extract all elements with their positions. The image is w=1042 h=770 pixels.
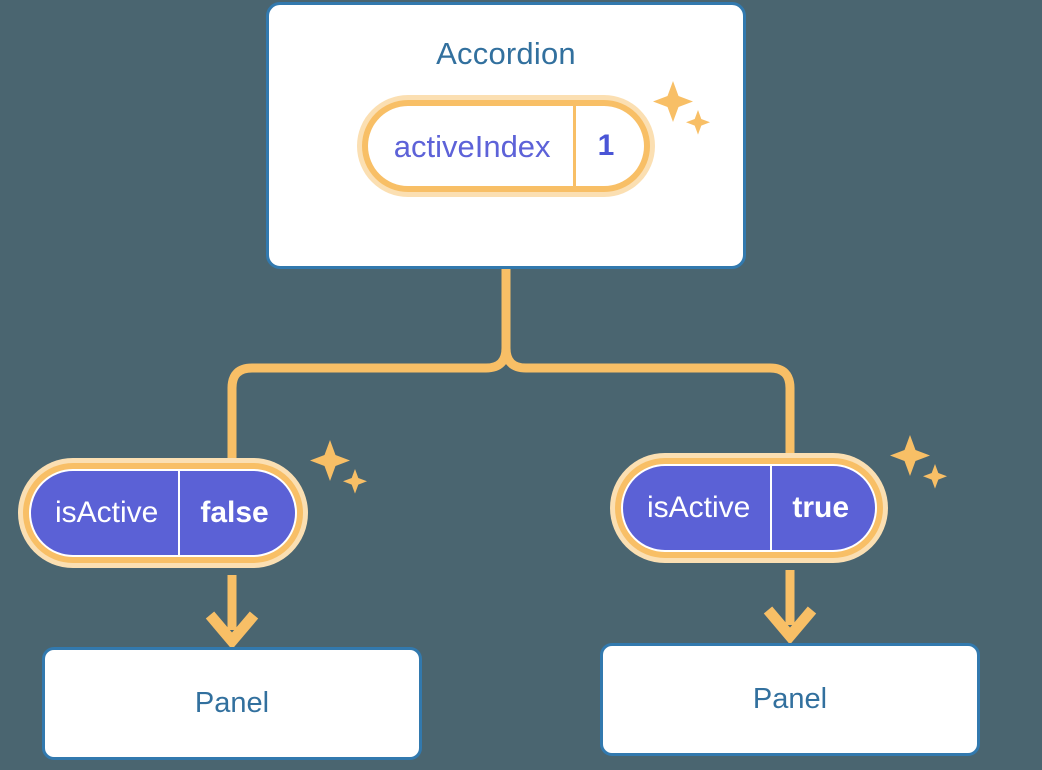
branch-left: isActive false [18, 440, 367, 568]
state-pill-isactive-true[interactable]: isActive true [610, 453, 889, 563]
sparkles-icon [651, 77, 713, 143]
panel-title: Panel [752, 683, 828, 715]
pill-body: isActive false [29, 469, 297, 557]
connector-branch-left [227, 347, 511, 460]
component-card-accordion[interactable]: Accordion activeIndex 1 [266, 2, 746, 269]
component-card-panel-left[interactable]: Panel [42, 647, 422, 760]
state-key-label: isActive [647, 491, 751, 524]
state-value-label: 1 [572, 106, 645, 186]
state-key-label: activeIndex [393, 128, 551, 164]
state-value-label: true [770, 466, 875, 550]
panel-title: Panel [194, 687, 270, 719]
arrow-head-right [763, 606, 817, 645]
page-title: Accordion [436, 36, 576, 71]
component-card-panel-right[interactable]: Panel [600, 643, 980, 756]
state-key-label: isActive [55, 496, 159, 529]
pill-body: isActive true [621, 464, 878, 552]
state-value-label: false [178, 471, 294, 555]
pill-ring: isActive true [615, 458, 884, 558]
connector-branch-right [501, 347, 795, 455]
state-pill-activeindex[interactable]: activeIndex 1 [356, 95, 656, 197]
branch-right: isActive true [610, 435, 948, 563]
pill-body: activeIndex 1 [367, 106, 645, 186]
state-pill-isactive-false[interactable]: isActive false [18, 458, 308, 568]
arrow-head-left [205, 611, 259, 650]
pill-ring: isActive false [23, 463, 303, 563]
pill-ring: activeIndex 1 [361, 100, 651, 192]
